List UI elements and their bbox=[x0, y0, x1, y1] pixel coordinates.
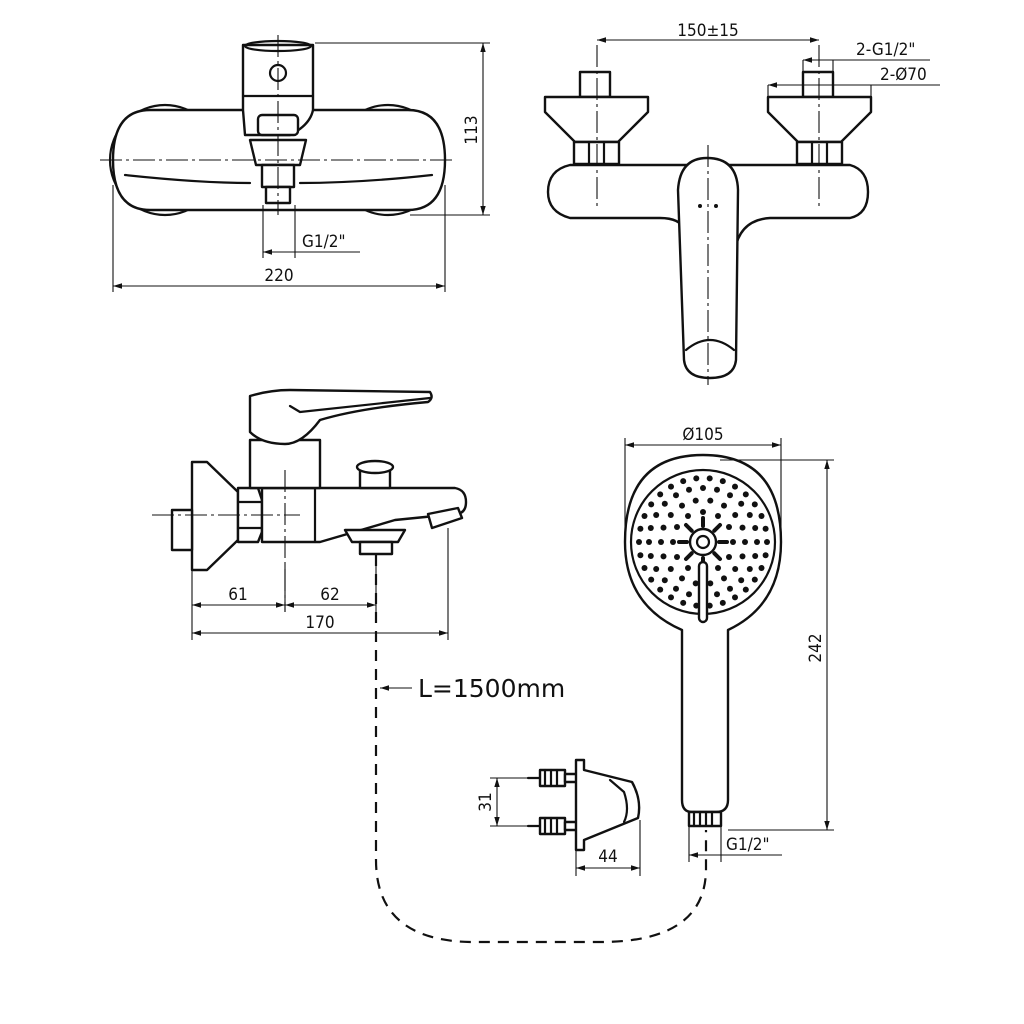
side-view-wall-flange bbox=[190, 460, 240, 572]
holder-body bbox=[574, 758, 641, 852]
side-view-spout-tip bbox=[426, 506, 464, 530]
top-view: 113 220 G1/2" bbox=[100, 35, 490, 292]
holder-screw-upper bbox=[526, 768, 579, 788]
hand-shower-thread-label: G1/2" bbox=[726, 835, 770, 855]
hand-shower-length-label: 242 bbox=[806, 633, 826, 662]
hand-shower-nozzles bbox=[636, 475, 770, 609]
front-flange-diameter-label: 2-Ø70 bbox=[880, 65, 927, 85]
hand-shower: Ø105 242 G1/2" bbox=[623, 425, 834, 862]
hand-shower-thumb-slider bbox=[697, 560, 709, 624]
front-view: 150±15 2-G1/2" 2-Ø70 bbox=[543, 21, 940, 385]
top-view-outlet-thread-label: G1/2" bbox=[302, 232, 346, 252]
holder-screw-lower bbox=[526, 816, 579, 836]
front-inlet-thread-label: 2-G1/2" bbox=[856, 40, 915, 60]
side-total-label: 170 bbox=[305, 613, 334, 633]
hand-shower-outline bbox=[623, 453, 783, 814]
side-view-outlet bbox=[343, 528, 407, 556]
top-view-height-label: 113 bbox=[462, 115, 482, 144]
hose: L=1500mm bbox=[374, 555, 708, 944]
wall-holder: 31 44 bbox=[476, 758, 641, 876]
top-view-width-label: 220 bbox=[264, 266, 293, 286]
hose-length-label: L=1500mm bbox=[418, 674, 565, 703]
holder-depth-label: 44 bbox=[598, 847, 617, 867]
side-view-diverter-knob bbox=[355, 459, 395, 490]
front-center-distance-label: 150±15 bbox=[677, 21, 738, 41]
front-view-handle bbox=[676, 156, 740, 380]
side-view-lever bbox=[248, 388, 433, 446]
holder-height-label: 31 bbox=[476, 792, 496, 811]
hand-shower-diameter-label: Ø105 bbox=[682, 425, 723, 445]
side-left-label: 61 bbox=[228, 585, 247, 605]
hand-shower-connector bbox=[687, 810, 723, 828]
side-view: 61 62 170 bbox=[152, 388, 468, 640]
side-middle-label: 62 bbox=[320, 585, 339, 605]
